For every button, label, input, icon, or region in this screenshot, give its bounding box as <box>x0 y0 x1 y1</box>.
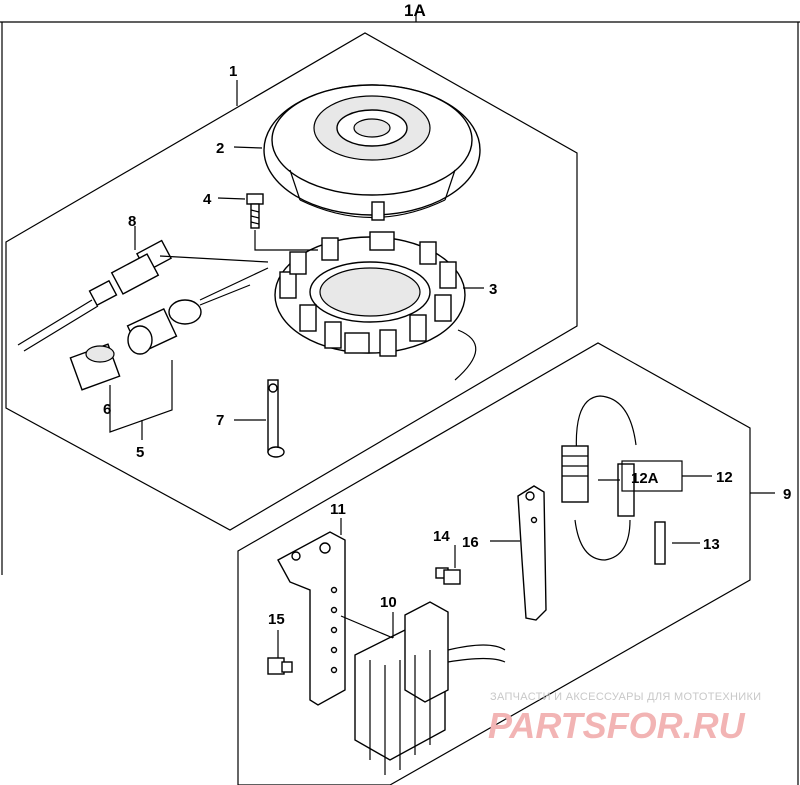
callout-16: 16 <box>462 534 479 551</box>
diagram-title: 1A <box>404 1 426 20</box>
callout-14: 14 <box>433 528 450 545</box>
callout-9: 9 <box>783 486 791 503</box>
group-box-1 <box>5 32 578 531</box>
small-pin-part <box>654 521 666 565</box>
bracket-plate-part <box>277 531 346 706</box>
flywheel-rotor-part <box>263 84 481 221</box>
callout-box-12a <box>621 460 683 492</box>
callout-10: 10 <box>380 594 397 611</box>
callout-8: 8 <box>128 213 136 230</box>
callout-12a: 12A <box>631 470 659 487</box>
callout-5: 5 <box>136 444 144 461</box>
callout-4: 4 <box>203 191 212 208</box>
group-box-9 <box>237 342 751 785</box>
callout-1: 1 <box>229 63 237 80</box>
connector-part <box>126 284 251 355</box>
outer-frame <box>0 14 800 785</box>
watermark-logo-text: PARTSFOR.RU <box>488 705 746 746</box>
grommet-part <box>267 657 293 675</box>
callout-7: 7 <box>216 412 224 429</box>
screw-part <box>246 193 318 251</box>
cap-part <box>69 343 121 391</box>
stator-part <box>274 231 477 381</box>
callout-3: 3 <box>489 281 497 298</box>
resistor-coil-part <box>561 395 637 561</box>
callout-11: 11 <box>330 501 346 518</box>
callout-bracket-5-6 <box>109 360 173 433</box>
cdi-unit-part <box>354 601 506 775</box>
watermark-tagline: ЗАПЧАСТИ И АКСЕССУАРЫ ДЛЯ МОТОТЕХНИКИ <box>490 691 761 703</box>
callout-12: 12 <box>716 469 733 486</box>
callout-2: 2 <box>216 140 224 157</box>
leader-lines <box>134 80 775 658</box>
mounting-strap-part <box>517 485 547 621</box>
bolt-part <box>435 567 461 585</box>
clamp-band-part <box>267 379 285 458</box>
callout-13: 13 <box>703 536 720 553</box>
callout-15: 15 <box>268 611 285 628</box>
pickup-coil-part <box>17 239 269 352</box>
callout-6: 6 <box>103 401 111 418</box>
